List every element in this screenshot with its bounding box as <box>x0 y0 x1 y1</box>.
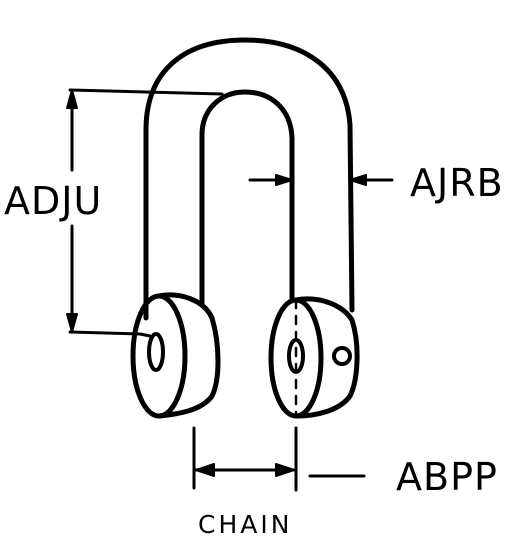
adju-extension-bottom <box>68 330 142 336</box>
chain-label: CHAIN <box>198 510 293 539</box>
ajrb-label: AJRB <box>410 161 504 205</box>
adju-arrow-top <box>66 89 78 109</box>
ajrb-arrow-left <box>275 174 293 186</box>
cotter-pin-hole <box>332 346 352 366</box>
adju-extension-top <box>68 88 224 96</box>
left-eye-face <box>130 293 188 419</box>
left-eye-hole <box>147 332 165 372</box>
shackle-bow-inner <box>199 89 295 308</box>
adju-arrow-bottom <box>66 313 78 333</box>
adju-label: ADJU <box>4 179 103 223</box>
left-eye-axis <box>138 332 152 338</box>
chain-arrow-right <box>275 463 295 477</box>
left-eye-rim <box>156 292 221 419</box>
right-eye-rim <box>293 296 360 419</box>
chain-arrow-left <box>195 463 215 477</box>
abpp-label: ABPP <box>396 455 498 499</box>
ajrb-arrow-right <box>349 174 367 186</box>
